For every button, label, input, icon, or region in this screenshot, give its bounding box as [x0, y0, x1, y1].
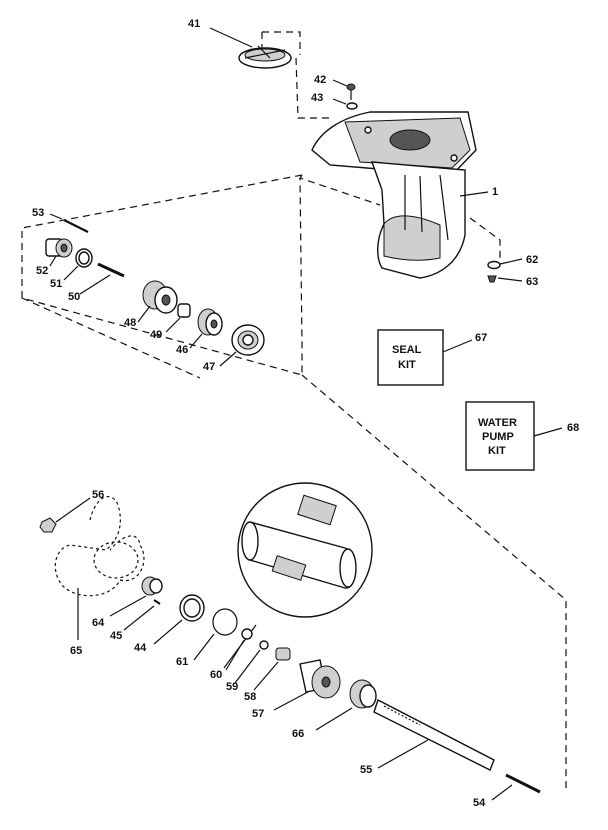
part-58-bushing	[253, 647, 291, 691]
part-47-bearing-race	[219, 324, 265, 367]
seal-kit-line1: SEAL	[392, 344, 422, 356]
callout-1: 1	[492, 186, 498, 198]
part-54-pin	[491, 773, 541, 801]
callout-62: 62	[526, 254, 538, 266]
water-pump-kit-line2: PUMP	[482, 431, 514, 443]
callout-54: 54	[473, 797, 486, 809]
part-60-retainer	[225, 628, 253, 671]
callout-55: 55	[360, 764, 372, 776]
part-46-bearing	[189, 308, 223, 349]
part-44-washer	[153, 594, 205, 645]
callout-48: 48	[124, 317, 136, 329]
part-48-gear	[137, 280, 178, 323]
callout-56: 56	[92, 489, 104, 501]
callout-42: 42	[314, 74, 326, 86]
seal-kit-line2: KIT	[398, 359, 416, 371]
part-43-washer	[332, 98, 358, 110]
part-59-seal	[234, 640, 269, 684]
part-65-propeller	[54, 495, 145, 640]
callout-47: 47	[203, 361, 215, 373]
callout-44: 44	[134, 642, 147, 654]
part-45-pin	[123, 599, 161, 631]
part-49-bushing	[165, 303, 191, 333]
part-42-screw	[332, 79, 356, 100]
callout-46: 46	[176, 344, 188, 356]
callout-68: 68	[567, 422, 579, 434]
callout-57: 57	[252, 708, 264, 720]
callout-59: 59	[226, 681, 238, 693]
part-41-anode	[209, 27, 292, 69]
callout-60: 60	[210, 669, 222, 681]
part-57-gear	[273, 659, 341, 711]
callout-58: 58	[244, 691, 256, 703]
part-53-pin	[49, 213, 89, 233]
part-1-gearcase	[311, 111, 489, 279]
callout-43: 43	[311, 92, 323, 104]
callout-66: 66	[292, 728, 304, 740]
part-56-nut	[39, 497, 91, 533]
callout-53-top: 53	[32, 207, 44, 219]
part-55-propshaft	[373, 699, 495, 771]
callout-67: 67	[475, 332, 487, 344]
callout-63: 63	[526, 276, 538, 288]
callout-61: 61	[176, 656, 188, 668]
part-51-ring	[63, 248, 93, 281]
part-66-bearing	[315, 679, 377, 731]
callout-49: 49	[150, 329, 162, 341]
callout-65: 65	[70, 645, 82, 657]
part-63-screw	[487, 275, 523, 283]
callout-labels: 41 42 43 1 53 52 51 50 48 49 46 47 62 63…	[32, 18, 579, 809]
callout-51: 51	[50, 278, 62, 290]
part-62-washer	[487, 258, 523, 270]
callout-50: 50	[68, 291, 80, 303]
seal-kit-box	[377, 329, 473, 386]
water-pump-kit-line3: KIT	[488, 445, 506, 457]
part-64-thrust-hub	[109, 576, 163, 617]
callout-64: 64	[92, 617, 105, 629]
callout-41: 41	[188, 18, 200, 30]
part-50-shaft	[79, 262, 125, 295]
callout-45: 45	[110, 630, 122, 642]
water-pump-kit-line1: WATER	[478, 417, 517, 429]
part-61-oring	[193, 608, 238, 661]
water-pump-kit-box	[465, 401, 563, 471]
part-52-clutch	[45, 238, 73, 267]
detail-magnifier	[223, 482, 373, 669]
callout-52: 52	[36, 265, 48, 277]
kit-labels: SEAL KIT WATER PUMP KIT	[392, 344, 517, 457]
